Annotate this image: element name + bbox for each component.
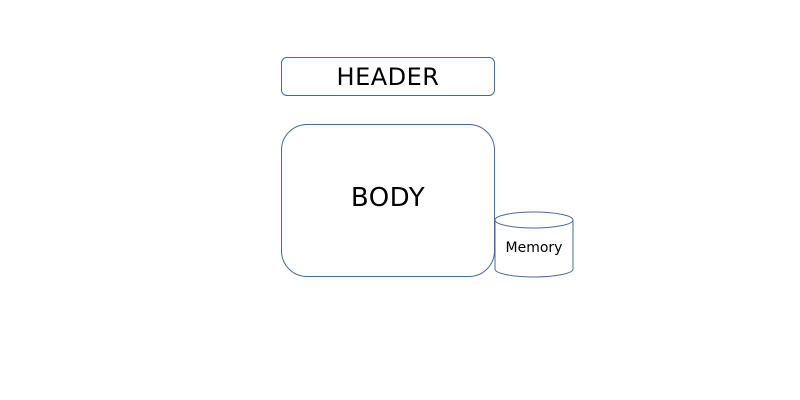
memory-label: Memory bbox=[505, 240, 563, 256]
header-label: HEADER bbox=[336, 62, 440, 91]
header-block: HEADER bbox=[281, 57, 495, 96]
cylinder-icon bbox=[494, 211, 574, 278]
body-block: BODY bbox=[281, 124, 495, 277]
body-label: BODY bbox=[350, 183, 426, 213]
memory-cylinder: Memory bbox=[494, 211, 574, 279]
